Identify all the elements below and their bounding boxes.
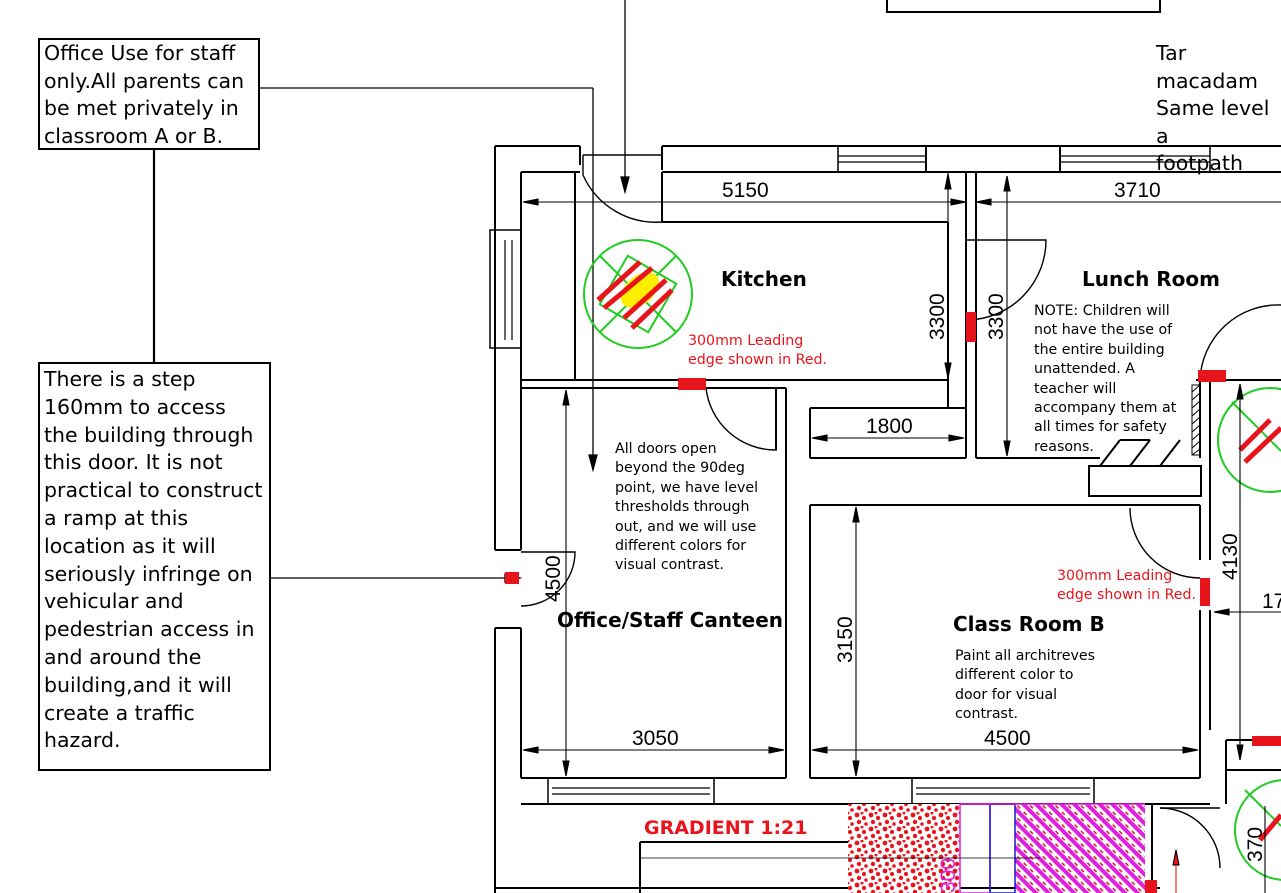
leading-edge-marks [505,312,1281,893]
dim-bottom-right: 370 [1244,827,1267,862]
fixture-lunch [1217,387,1281,493]
room-label-class-b: Class Room B [953,612,1105,636]
leader-lines [152,0,630,583]
dim-ramp-width: 300 [937,858,960,893]
walls [489,145,1281,893]
dim-class-depth: 3150 [834,616,857,663]
fixture-kitchen-fill [596,260,674,330]
leading-edge-note-class: 300mm Leading edge shown in Red. [1057,568,1197,604]
gradient-label: GRADIENT 1:21 [644,817,808,839]
dim-lunch-depth: 3300 [985,293,1008,340]
paint-note: Paint all architreves different color to… [955,648,1095,723]
dim-corridor: 1800 [866,415,913,438]
leading-edge-note-kitchen: 300mm Leading edge shown in Red. [688,333,828,369]
fixture-bottom-right [1234,779,1281,881]
doors [520,154,1281,869]
dim-class-width: 4500 [984,727,1031,750]
dim-lunch-width: 3710 [1114,179,1161,202]
step-access-note: There is a step 160mm to access the buil… [38,362,271,771]
dim-door-height: 4500 [542,555,565,602]
children-supervision-note: NOTE: Children will not have the use of … [1034,303,1177,455]
doors-note: All doors open beyond the 90deg point, w… [615,441,759,574]
dimension-labels: 5150 3710 3300 3300 1800 4500 3050 3150 … [542,179,1281,893]
dim-right-depth: 4130 [1219,533,1242,580]
dim-right-partial: 17 [1262,590,1281,613]
ramp-hatching [848,803,1145,893]
office-use-note: Office Use for staff only.All parents ca… [38,38,260,150]
room-label-kitchen: Kitchen [721,267,807,291]
top-partial-box [886,0,1161,13]
dimension-lines [522,172,1281,893]
hatched-wall [1191,384,1201,456]
dim-office-width: 3050 [632,727,679,750]
room-label-office: Office/Staff Canteen [557,608,783,632]
dim-kitchen-width: 5150 [722,179,769,202]
room-label-lunch-room: Lunch Room [1082,267,1220,291]
tar-macadam-note: Tar macadam Same level a footpath [1156,41,1270,175]
dim-kitchen-depth: 3300 [926,293,949,340]
